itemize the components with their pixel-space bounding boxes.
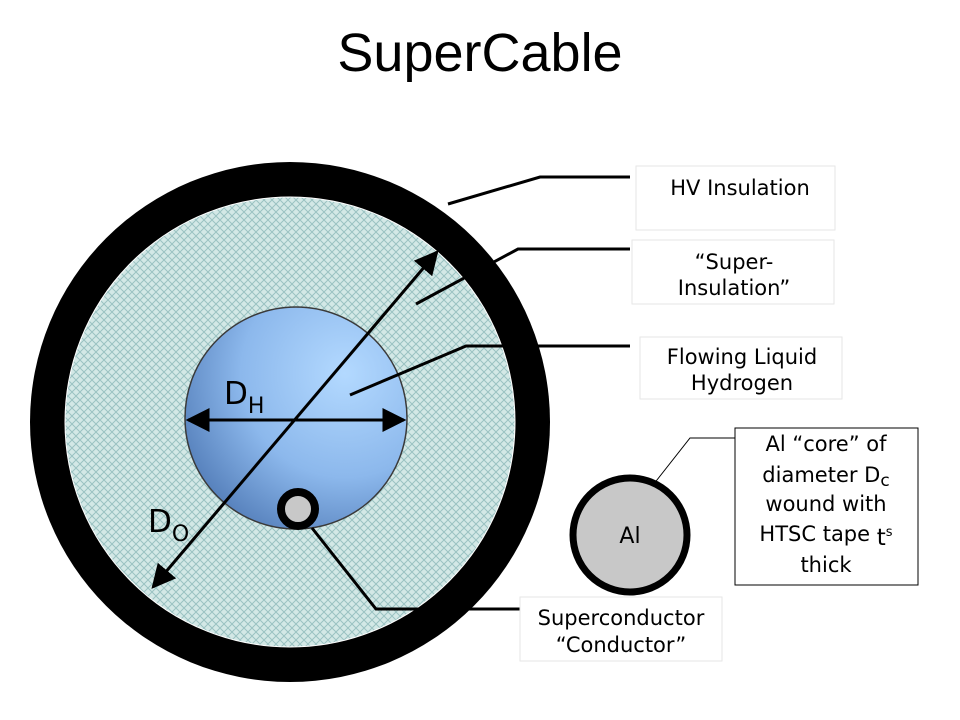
dh-letter: D: [224, 376, 248, 412]
al-core-desc-line1: Al “core” of: [765, 432, 887, 456]
hydrogen-leader: [349, 344, 630, 397]
al-core-desc-line2-text: diameter D: [762, 463, 880, 487]
al-core-label-box: [734, 427, 919, 586]
conductor-label-line1: Superconductor: [538, 606, 705, 630]
al-core-desc-line3: wound with: [765, 492, 886, 516]
do-subscript: O: [172, 522, 189, 547]
al-core-desc-line4: HTSC tape ts: [759, 522, 892, 551]
hv-insulation-leader: [447, 175, 630, 206]
super-insulation-leader: [415, 247, 630, 306]
al-core-desc-line2-subscript: c: [880, 471, 889, 491]
superconductor-conductor: [277, 488, 319, 530]
al-core-desc-line5: thick: [800, 553, 852, 577]
al-core-leader: [652, 437, 737, 486]
hydrogen-label-box: [639, 336, 843, 400]
do-dimension-arrow: [151, 250, 439, 589]
hydrogen-label-line2: Hydrogen: [691, 371, 793, 395]
do-letter: D: [148, 504, 172, 540]
dh-subscript: H: [248, 394, 265, 419]
do-label: DO: [148, 504, 189, 547]
super-insulation-label-box: [631, 239, 835, 305]
conductor-label-box: [519, 596, 723, 662]
hydrogen-label-line1: Flowing Liquid: [667, 345, 817, 369]
page-title: SuperCable: [337, 23, 623, 83]
al-core-desc-line4-subscript: s: [886, 525, 893, 540]
al-core-desc-line2: diameter Dc: [762, 463, 889, 491]
al-core-desc-line4-symbol: t: [877, 525, 886, 551]
al-core-label: Al: [619, 524, 640, 549]
super-insulation-label-line2: Insulation”: [678, 276, 790, 300]
al-core-cross-section: [569, 474, 691, 596]
dh-label: DH: [224, 376, 264, 419]
super-insulation-label-line1: “Super-: [695, 250, 774, 274]
conductor-leader: [310, 527, 520, 611]
conductor-label-line2: “Conductor”: [556, 633, 687, 657]
hv-insulation-label-box: [635, 165, 836, 231]
hv-insulation-label: HV Insulation: [670, 176, 810, 200]
al-core-desc-line4-text: HTSC tape: [759, 522, 876, 546]
